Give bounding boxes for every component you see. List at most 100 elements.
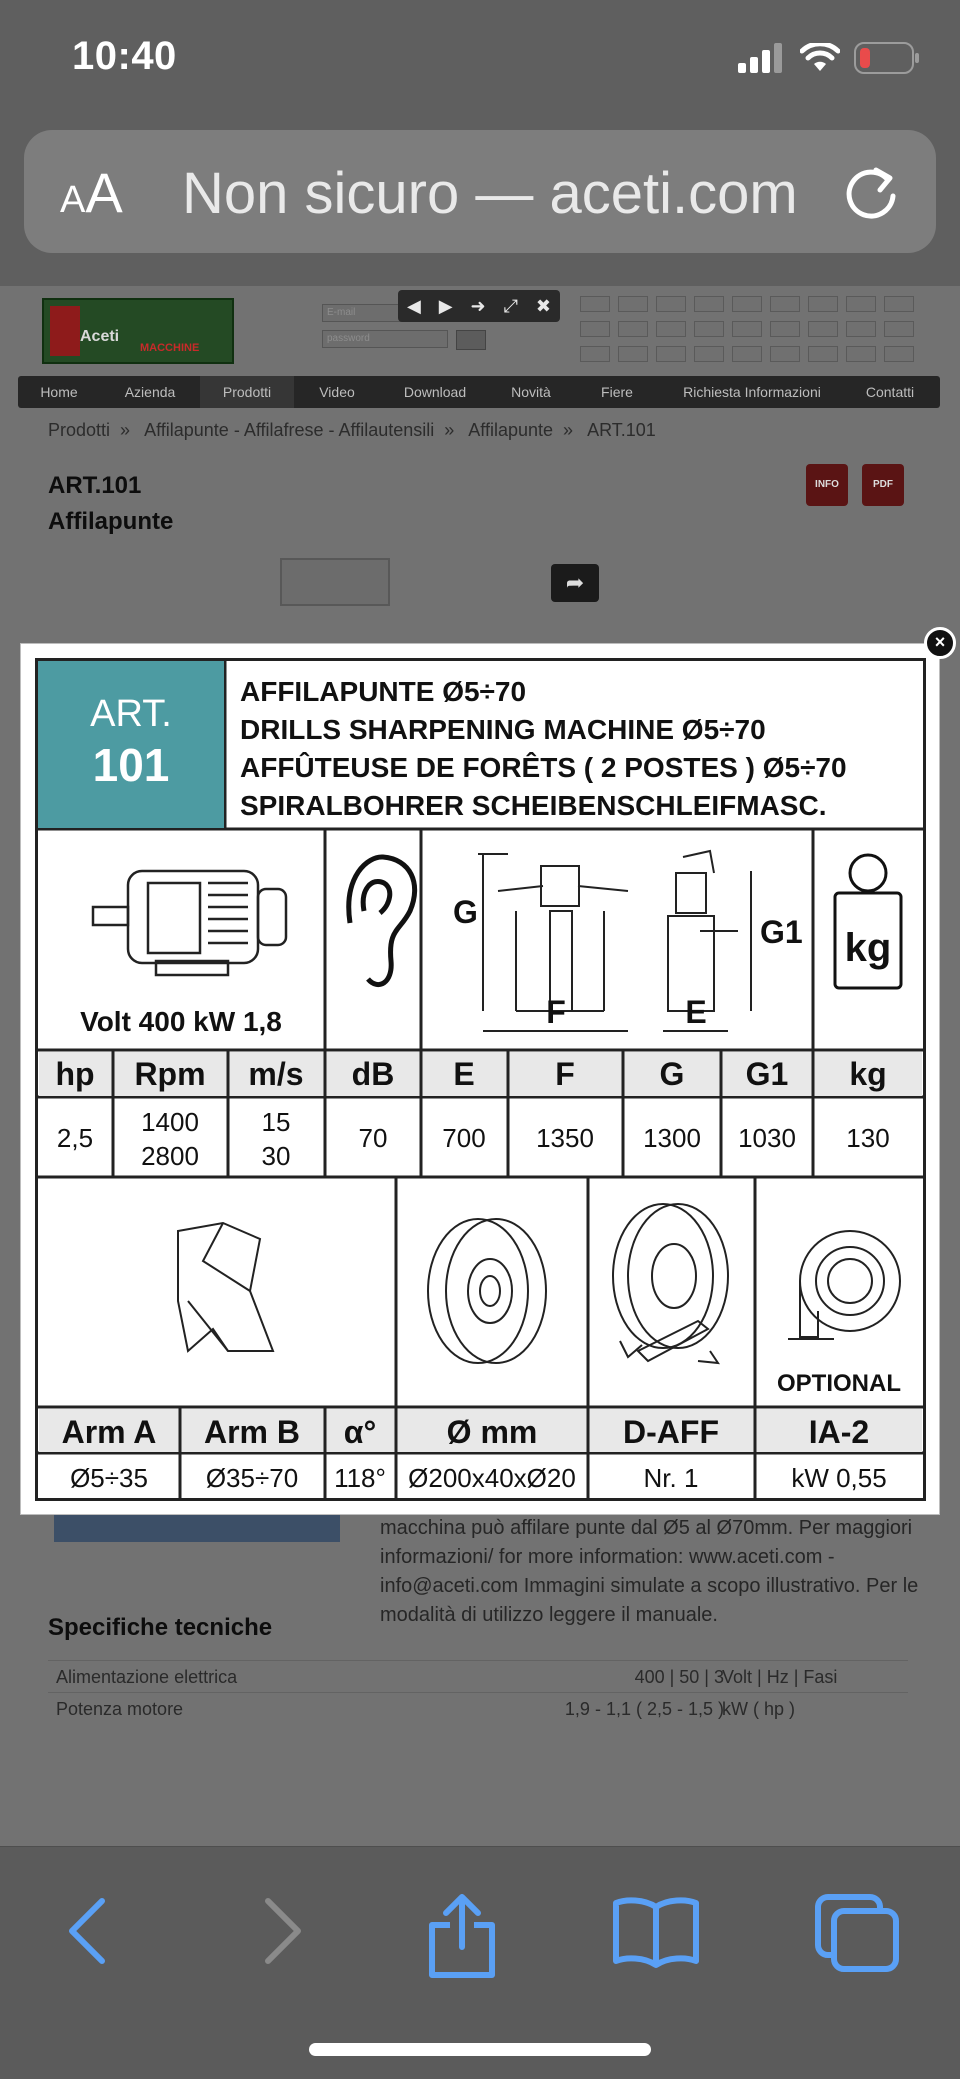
nav-item-azienda[interactable]: Azienda bbox=[124, 384, 176, 400]
battery-icon bbox=[854, 42, 919, 74]
product-description: macchina può affilare punte dal Ø5 al Ø7… bbox=[380, 1517, 919, 1626]
table2-cell: kW 0,55 bbox=[791, 1463, 886, 1493]
address-bar[interactable]: AA Non sicuro — aceti.com bbox=[24, 130, 936, 253]
flag-icon[interactable] bbox=[580, 321, 610, 337]
breadcrumb-separator: » bbox=[444, 420, 455, 440]
table1-header: G bbox=[660, 1056, 685, 1092]
sheet-title-en: DRILLS SHARPENING MACHINE Ø5÷70 bbox=[240, 714, 766, 745]
sheet-title-it: AFFILAPUNTE Ø5÷70 bbox=[240, 676, 526, 707]
play-icon[interactable]: ▶ bbox=[438, 295, 453, 316]
spec-sheet-drawing: ART. 101 AFFILAPUNTE Ø5÷70 DRILLS SHARPE… bbox=[38, 661, 923, 1498]
product-thumbnail[interactable] bbox=[54, 1514, 340, 1542]
site-header: Aceti MACCHINE E-mail password ◀ ▶ ➜ ⤢ ✖ bbox=[0, 286, 960, 376]
flag-icon[interactable] bbox=[846, 321, 876, 337]
nav-item-home[interactable]: Home bbox=[40, 384, 78, 400]
flag-icon[interactable] bbox=[580, 296, 610, 312]
flag-icon[interactable] bbox=[618, 321, 648, 337]
breadcrumb-item[interactable]: Prodotti bbox=[48, 420, 111, 440]
product-image bbox=[280, 558, 390, 606]
image-lightbox: ART. 101 AFFILAPUNTE Ø5÷70 DRILLS SHARPE… bbox=[20, 643, 940, 1515]
back-icon[interactable] bbox=[58, 1891, 118, 1971]
flag-icon[interactable] bbox=[808, 296, 838, 312]
dim-label-f: F bbox=[546, 994, 566, 1030]
status-time: 10:40 bbox=[72, 34, 177, 78]
flag-icon[interactable] bbox=[846, 346, 876, 362]
bookmarks-icon[interactable] bbox=[610, 1891, 702, 1971]
password-field[interactable]: password bbox=[322, 330, 448, 348]
pdf-button[interactable]: PDF bbox=[862, 464, 904, 506]
flag-icon[interactable] bbox=[846, 296, 876, 312]
close-viewer-icon[interactable]: ✖ bbox=[535, 295, 551, 316]
tabs-icon[interactable] bbox=[812, 1891, 904, 1975]
flag-icon[interactable] bbox=[656, 346, 686, 362]
aceti-logo[interactable]: Aceti MACCHINE bbox=[42, 298, 234, 364]
table1-header: Rpm bbox=[134, 1056, 205, 1092]
browser-toolbar bbox=[0, 1846, 960, 2079]
share-icon[interactable]: ➦ bbox=[551, 564, 599, 602]
logo-subtext: MACCHINE bbox=[140, 342, 200, 354]
breadcrumb-item[interactable]: Affilapunte bbox=[468, 420, 554, 440]
optional-label: OPTIONAL bbox=[777, 1370, 901, 1397]
flag-icon[interactable] bbox=[884, 296, 914, 312]
flag-icon[interactable] bbox=[656, 296, 686, 312]
breadcrumb-item[interactable]: Affilapunte - Affilafrese - Affilautensi… bbox=[144, 420, 435, 440]
flag-icon[interactable] bbox=[770, 346, 800, 362]
machine-front-diagram bbox=[478, 853, 629, 1032]
table2-cell: Ø35÷70 bbox=[206, 1463, 298, 1493]
table1-header: kg bbox=[849, 1056, 886, 1092]
table1-header: m/s bbox=[248, 1056, 303, 1092]
next-icon[interactable]: ➜ bbox=[470, 295, 486, 316]
reload-icon[interactable] bbox=[836, 156, 906, 226]
reader-options-button[interactable]: AA bbox=[60, 161, 123, 224]
flag-icon[interactable] bbox=[732, 346, 762, 362]
nav-item-video[interactable]: Video bbox=[319, 384, 355, 400]
product-name: Affilapunte bbox=[48, 508, 174, 535]
flag-icon[interactable] bbox=[884, 321, 914, 337]
status-icons bbox=[738, 42, 920, 74]
spec-value: 400 | 50 | 3 bbox=[634, 1667, 724, 1687]
flag-icon[interactable] bbox=[694, 321, 724, 337]
flag-icon[interactable] bbox=[580, 346, 610, 362]
share-icon[interactable] bbox=[422, 1891, 502, 1981]
main-nav: Home Azienda Prodotti Video Download Nov… bbox=[18, 376, 940, 408]
table1-cell: 1030 bbox=[738, 1123, 796, 1153]
table2-header: D-AFF bbox=[623, 1414, 719, 1450]
table2-cell: Ø5÷35 bbox=[70, 1463, 148, 1493]
forward-icon[interactable] bbox=[252, 1891, 312, 1971]
fullscreen-icon[interactable]: ⤢ bbox=[503, 295, 518, 316]
url-text[interactable]: Non sicuro — aceti.com bbox=[182, 161, 798, 226]
nav-item-contatti[interactable]: Contatti bbox=[865, 384, 915, 400]
sheet-title-fr: AFFÛTEUSE DE FORÊTS ( 2 POSTES ) Ø5÷70 bbox=[240, 751, 847, 783]
flag-icon[interactable] bbox=[618, 346, 648, 362]
flag-icon[interactable] bbox=[770, 296, 800, 312]
flag-icon[interactable] bbox=[656, 321, 686, 337]
nav-item-richiesta[interactable]: Richiesta Informazioni bbox=[683, 384, 821, 400]
table1-cell: 1400 bbox=[141, 1107, 199, 1137]
flag-icon[interactable] bbox=[732, 321, 762, 337]
login-button[interactable] bbox=[456, 330, 486, 350]
flag-icon[interactable] bbox=[808, 321, 838, 337]
nav-item-novita[interactable]: Novità bbox=[511, 384, 551, 400]
flag-icon[interactable] bbox=[808, 346, 838, 362]
breadcrumb: Prodotti » Affilapunte - Affilafrese - Af… bbox=[48, 420, 666, 441]
spec-name: Potenza motore bbox=[56, 1699, 184, 1719]
info-button[interactable]: INFO bbox=[806, 464, 848, 506]
prev-icon[interactable]: ◀ bbox=[406, 295, 421, 316]
flag-icon[interactable] bbox=[618, 296, 648, 312]
spec-unit: Volt | Hz | Fasi bbox=[722, 1667, 838, 1687]
flag-icon[interactable] bbox=[694, 346, 724, 362]
nav-item-fiere[interactable]: Fiere bbox=[601, 384, 633, 400]
ear-icon bbox=[346, 854, 418, 987]
flag-icon[interactable] bbox=[694, 296, 724, 312]
machine-side-diagram bbox=[663, 849, 752, 1032]
close-lightbox-button[interactable]: × bbox=[924, 627, 956, 659]
flag-icon[interactable] bbox=[732, 296, 762, 312]
flag-icon[interactable] bbox=[884, 346, 914, 362]
table2-cell: Ø200x40xØ20 bbox=[408, 1463, 576, 1493]
table1-cell: 2,5 bbox=[57, 1123, 93, 1153]
flag-icon[interactable] bbox=[770, 321, 800, 337]
art-number: 101 bbox=[93, 739, 170, 791]
nav-item-download[interactable]: Download bbox=[403, 384, 467, 400]
table1-header: dB bbox=[352, 1056, 395, 1092]
nav-item-prodotti[interactable]: Prodotti bbox=[200, 376, 294, 408]
